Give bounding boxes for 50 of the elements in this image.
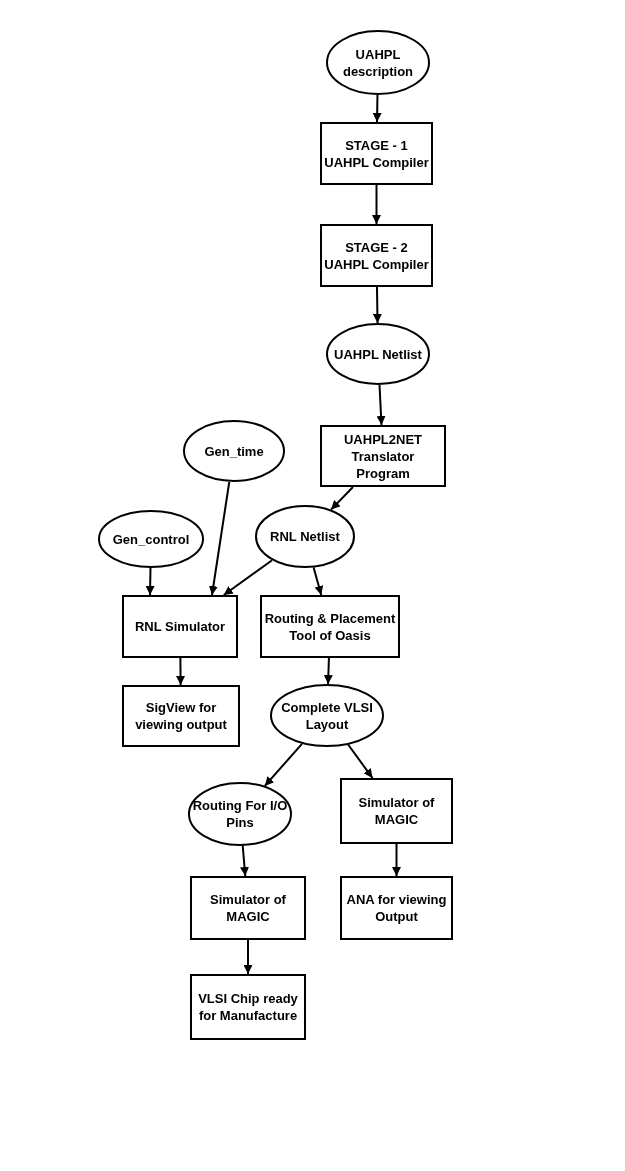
process-box [340, 778, 453, 844]
arrow [176, 657, 186, 686]
node-label: Routing & Placement Tool of Oasis [263, 609, 397, 644]
data-ellipse [326, 30, 430, 95]
data-ellipse [326, 323, 430, 385]
process-box [190, 974, 306, 1040]
data-ellipse [270, 684, 384, 747]
node-label: UAHPL description [341, 45, 415, 80]
arrow [312, 566, 324, 596]
node-label: RNL Simulator [133, 618, 227, 635]
node-label: STAGE - 2 UAHPL Compiler [323, 238, 430, 273]
node-label: Gen_time [203, 442, 265, 460]
arrow [372, 184, 381, 225]
node-label: Complete VLSI Layout [280, 698, 374, 733]
node-label: VLSI Chip ready for Manufacture [197, 990, 299, 1024]
node-label: Simulator of MAGIC [209, 891, 287, 925]
node-label: ANA for viewing Output [345, 891, 448, 925]
process-box [122, 685, 240, 747]
node-label: UAHPL2NET Translator Program [343, 430, 423, 482]
node-label: UAHPL Netlist [333, 345, 423, 363]
data-ellipse [255, 505, 355, 568]
process-box [190, 876, 306, 940]
arrow [372, 286, 382, 324]
data-ellipse [98, 510, 204, 568]
arrow [330, 486, 354, 511]
node-label: Routing For I/O Pins [191, 797, 289, 831]
arrow [372, 94, 382, 123]
node-label: STAGE - 1 UAHPL Compiler [323, 136, 430, 171]
data-ellipse [188, 782, 292, 846]
node-label: SigView for viewing output [134, 699, 228, 733]
process-box [122, 595, 238, 658]
arrow [392, 843, 401, 877]
arrow [222, 559, 274, 596]
arrow [240, 844, 249, 877]
arrow [243, 939, 253, 975]
process-box [260, 595, 400, 658]
node-label: Gen_control [111, 530, 191, 548]
arrow [263, 742, 303, 787]
arrow [323, 657, 333, 685]
arrow [208, 480, 231, 596]
process-box [320, 122, 433, 185]
node-label: Simulator of MAGIC [357, 794, 436, 828]
arrow [376, 384, 386, 426]
process-box [320, 224, 433, 287]
process-box [320, 425, 446, 487]
arrow [145, 567, 155, 596]
data-ellipse [183, 420, 285, 482]
node-label: RNL Netlist [269, 528, 341, 545]
arrow [347, 743, 374, 779]
process-box [340, 876, 453, 940]
